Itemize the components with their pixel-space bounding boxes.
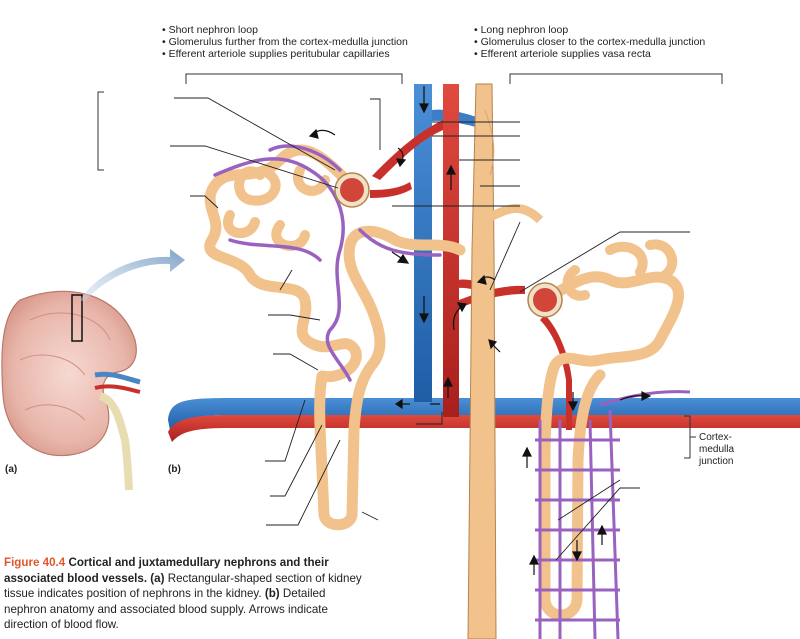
cortex-medulla-line: Cortex- xyxy=(699,432,732,443)
leader-lines xyxy=(170,97,690,561)
vasa-recta xyxy=(535,390,691,639)
long-nephron xyxy=(527,239,691,639)
collecting-duct xyxy=(467,83,544,639)
caption-part-a-text: Rectangular-shaped section of kidney tis… xyxy=(4,571,362,601)
side-bracket xyxy=(97,91,104,171)
panel-label-a: (a) xyxy=(5,464,18,475)
kidney-illustration xyxy=(1,249,185,491)
zoom-arrow xyxy=(80,249,185,302)
long-nephron-bracket xyxy=(509,73,723,84)
long-nephron-tubule xyxy=(539,271,684,621)
caption-part-b-text: Detailed nephron anatomy and associated … xyxy=(4,587,328,631)
cortex-medulla-line: junction xyxy=(699,456,734,467)
panel-label-b: (b) xyxy=(168,464,181,475)
short-nephron xyxy=(204,144,466,531)
cortex-medulla-label: Cortex- medulla junction xyxy=(699,432,734,468)
flow-arrows xyxy=(308,86,652,575)
long-nephron-bullet: • Efferent arteriole supplies vasa recta xyxy=(474,48,651,60)
caption-part-b-label: (b) xyxy=(264,587,280,600)
short-nephron-bullet: • Short nephron loop xyxy=(162,24,258,36)
cortex-medulla-bracket xyxy=(684,415,696,459)
long-nephron-bullet: • Long nephron loop xyxy=(474,24,569,36)
long-nephron-bullet: • Glomerulus closer to the cortex-medull… xyxy=(474,36,706,48)
figure-title: Cortical and juxtamedullary nephrons and… xyxy=(4,556,329,585)
short-nephron-tubule xyxy=(204,144,466,531)
short-nephron-bullets: • Short nephron loop • Glomerulus furthe… xyxy=(162,24,408,60)
figure-number: Figure 40.4 xyxy=(4,556,66,569)
figure-caption: Figure 40.4 Cortical and juxtamedullary … xyxy=(4,555,366,633)
short-nephron-bullet: • Efferent arteriole supplies peritubula… xyxy=(162,48,390,60)
long-nephron-bullets: • Long nephron loop • Glomerulus closer … xyxy=(474,24,705,60)
cortex-medulla-line: medulla xyxy=(699,444,735,455)
caption-part-a-label: (a) xyxy=(150,571,165,585)
short-nephron-bracket xyxy=(185,73,403,84)
short-nephron-bullet: • Glomerulus further from the cortex-med… xyxy=(162,36,408,48)
